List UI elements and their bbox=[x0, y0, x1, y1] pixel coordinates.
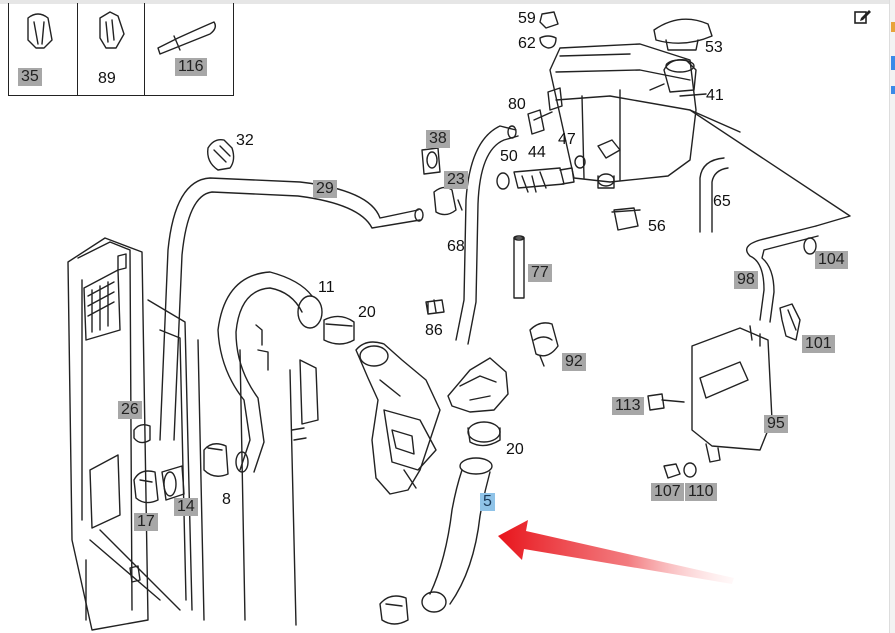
part-label[interactable]: 20 bbox=[506, 441, 524, 458]
part-label[interactable]: 29 bbox=[313, 180, 337, 198]
cap-32 bbox=[207, 138, 235, 171]
part-label-selected[interactable]: 5 bbox=[480, 493, 495, 511]
radiator-drawing bbox=[67, 237, 319, 631]
part-label[interactable]: 98 bbox=[734, 271, 758, 289]
part-label[interactable]: 38 bbox=[426, 130, 450, 148]
part-label[interactable]: 59 bbox=[518, 10, 536, 27]
clip-92 bbox=[529, 322, 559, 367]
legend-cell-35 bbox=[9, 3, 78, 95]
part-label[interactable]: 101 bbox=[802, 335, 835, 353]
legend-part-label[interactable]: 35 bbox=[18, 68, 42, 86]
part-label[interactable]: 17 bbox=[134, 513, 158, 531]
part-label[interactable]: 26 bbox=[118, 401, 142, 419]
part-label[interactable]: 23 bbox=[444, 171, 468, 189]
part-label[interactable]: 80 bbox=[508, 96, 526, 113]
top-bar bbox=[0, 0, 895, 4]
legend-clip-35 bbox=[27, 13, 53, 49]
part-label[interactable]: 86 bbox=[425, 322, 443, 339]
part-label[interactable]: 11 bbox=[318, 279, 335, 296]
cap-53 bbox=[653, 18, 713, 44]
part-label[interactable]: 110 bbox=[685, 483, 717, 501]
part-label[interactable]: 44 bbox=[528, 144, 546, 161]
legend-part-label[interactable]: 116 bbox=[175, 58, 207, 76]
part-label[interactable]: 50 bbox=[500, 148, 518, 165]
part-label[interactable]: 41 bbox=[706, 87, 724, 104]
expansion-tank bbox=[549, 43, 697, 183]
bracket-101 bbox=[779, 303, 801, 341]
legend-cell-89 bbox=[77, 3, 145, 95]
legend-clip-89 bbox=[99, 11, 125, 49]
part-label[interactable]: 65 bbox=[713, 193, 731, 210]
part-label[interactable]: 32 bbox=[236, 132, 254, 149]
legend-part-label[interactable]: 89 bbox=[98, 70, 116, 87]
hose-98 bbox=[746, 225, 819, 323]
part-label[interactable]: 20 bbox=[358, 304, 376, 321]
hose-29 bbox=[159, 177, 421, 441]
pointer-arrow bbox=[498, 520, 734, 584]
hose-5 bbox=[429, 469, 491, 605]
page-edge bbox=[889, 0, 895, 633]
reservoir-95 bbox=[691, 327, 773, 451]
part-label[interactable]: 107 bbox=[651, 483, 684, 501]
part-label[interactable]: 56 bbox=[648, 218, 666, 235]
hose-68 bbox=[455, 125, 519, 345]
edge-marker bbox=[891, 56, 895, 70]
part-label[interactable]: 62 bbox=[518, 35, 536, 52]
hose-11 bbox=[217, 271, 313, 473]
thermostat-housing bbox=[447, 357, 509, 413]
edit-icon[interactable] bbox=[853, 6, 873, 26]
edge-marker bbox=[891, 86, 895, 94]
tube-77 bbox=[513, 237, 525, 299]
part-label[interactable]: 8 bbox=[222, 491, 231, 508]
part-label[interactable]: 77 bbox=[528, 264, 552, 282]
part-label[interactable]: 104 bbox=[815, 251, 848, 269]
hose-65 bbox=[699, 157, 729, 233]
part-label[interactable]: 95 bbox=[764, 415, 788, 433]
part-label[interactable]: 92 bbox=[562, 353, 586, 371]
legend-strap-116 bbox=[157, 21, 217, 55]
part-label[interactable]: 14 bbox=[174, 498, 198, 516]
part-label[interactable]: 47 bbox=[558, 131, 576, 148]
edge-marker bbox=[891, 22, 895, 32]
water-pump-drawing bbox=[355, 341, 441, 495]
part-label[interactable]: 68 bbox=[447, 238, 465, 255]
part-label[interactable]: 53 bbox=[705, 39, 723, 56]
legend-box bbox=[8, 3, 234, 96]
part-label[interactable]: 113 bbox=[612, 397, 644, 415]
